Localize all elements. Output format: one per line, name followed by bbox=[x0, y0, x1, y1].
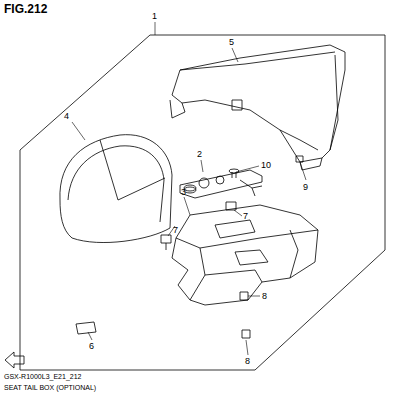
callout-number: 7 bbox=[243, 212, 248, 221]
figure-title: FIG.212 bbox=[4, 3, 47, 15]
callout-number: 2 bbox=[197, 150, 202, 159]
bracket-plate bbox=[180, 170, 262, 198]
tail-cowl bbox=[170, 45, 345, 170]
rear-frame bbox=[172, 205, 318, 305]
footer-text: SEAT TAIL BOX (OPTIONAL) bbox=[4, 384, 96, 391]
callout-number: 10 bbox=[261, 161, 271, 170]
leader-lines bbox=[72, 22, 306, 355]
callout-number: 6 bbox=[89, 342, 94, 351]
callout-number: 8 bbox=[245, 357, 250, 366]
assembly-frame bbox=[20, 35, 385, 370]
footer-text: GSX-R1000L3_E21_212 bbox=[4, 373, 81, 380]
callout-number: 1 bbox=[152, 12, 157, 21]
callout-number: 5 bbox=[229, 38, 234, 47]
seat-pad bbox=[60, 135, 172, 243]
callout-number: 7 bbox=[173, 226, 178, 235]
callout-number: 8 bbox=[262, 292, 267, 301]
screw bbox=[240, 292, 250, 338]
screw bbox=[296, 156, 303, 162]
grommet bbox=[161, 202, 236, 250]
screw bbox=[229, 169, 239, 178]
cushion-pad bbox=[76, 322, 96, 334]
front-arrow bbox=[5, 352, 24, 368]
callout-number: 9 bbox=[303, 183, 308, 192]
callout-number: 4 bbox=[64, 112, 69, 121]
callout-number: 3 bbox=[181, 188, 186, 197]
